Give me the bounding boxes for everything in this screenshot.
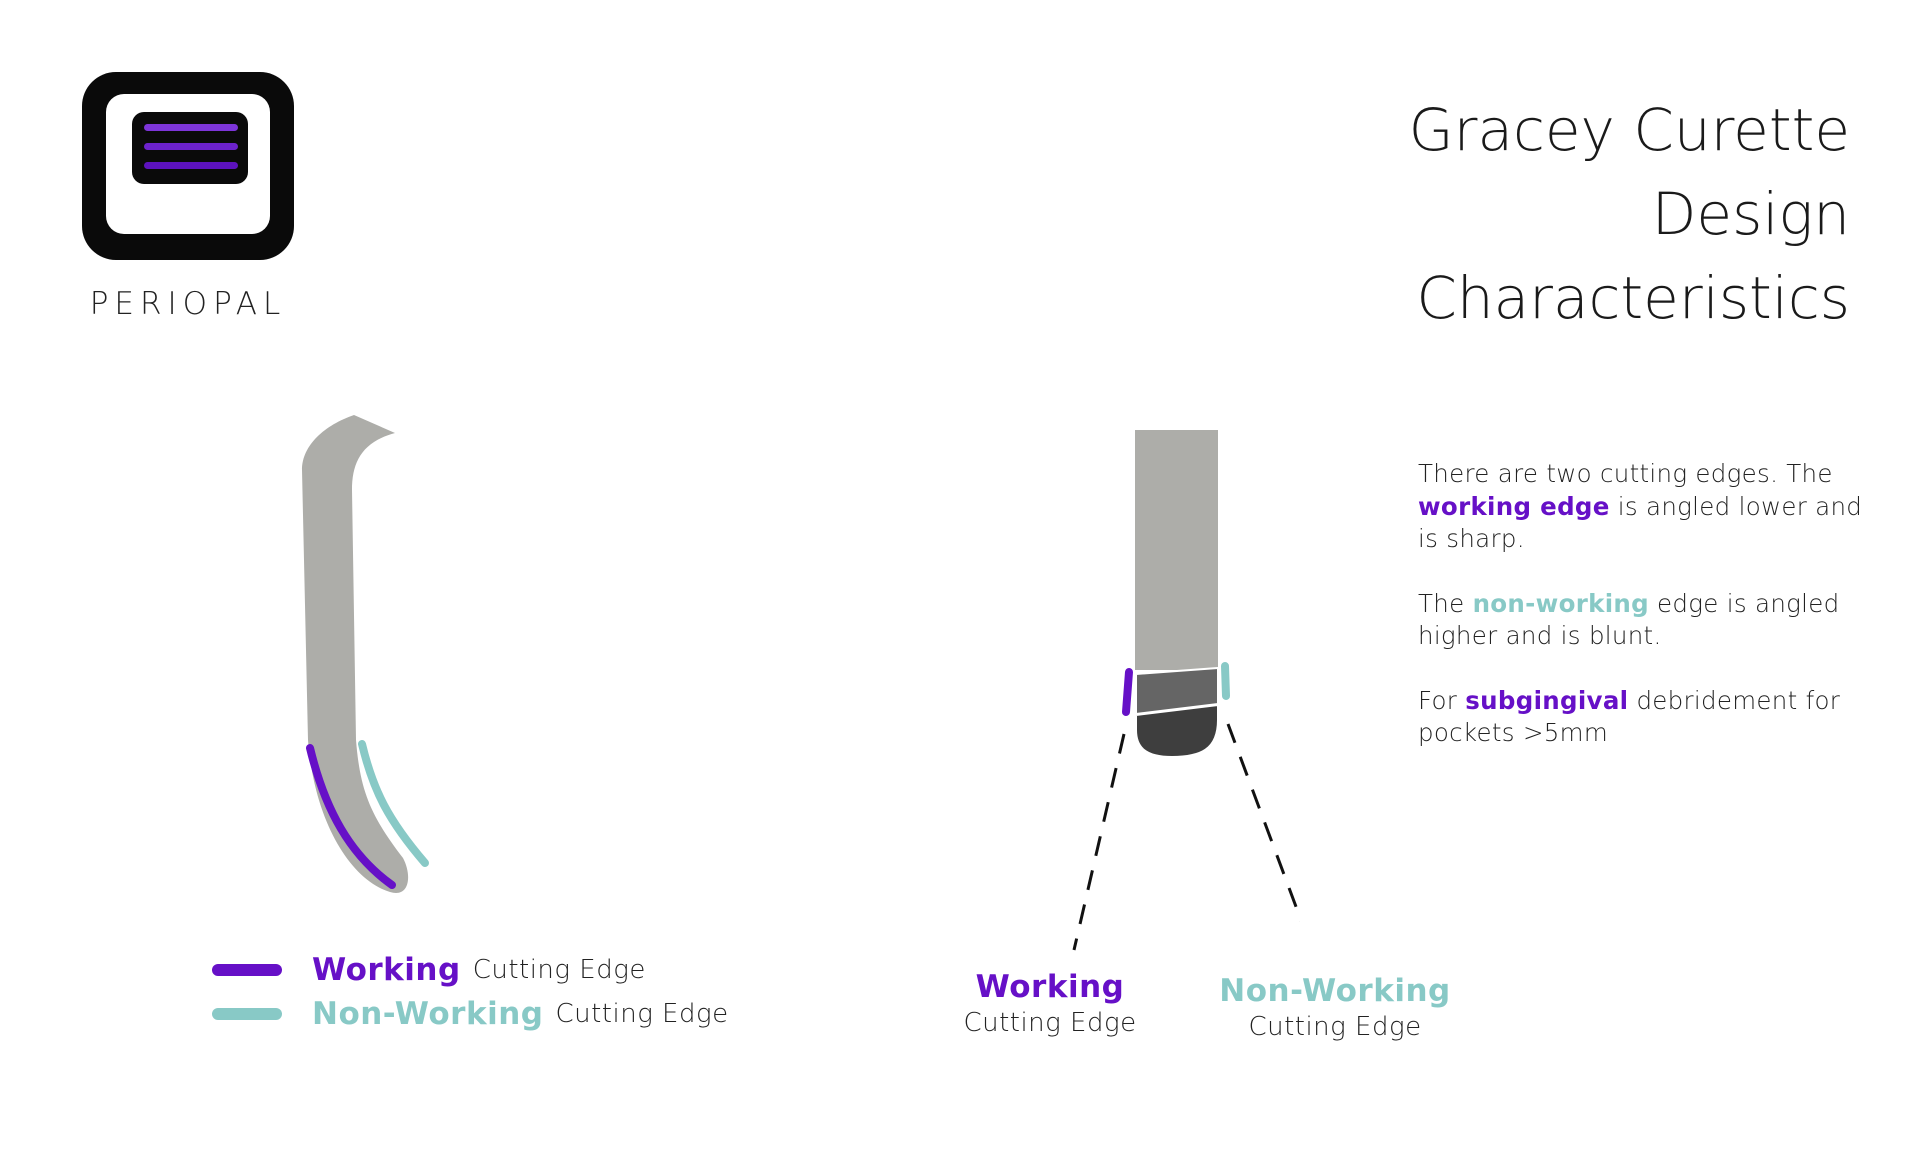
description-text: is angled lower and is sharp. bbox=[1418, 491, 1863, 554]
description: There are two cutting edges. The working… bbox=[1418, 458, 1888, 782]
description-paragraph-2: The non-working edge is angled higher an… bbox=[1418, 588, 1888, 653]
callout-non-working: Non-Working Cutting Edge bbox=[1210, 972, 1460, 1044]
description-paragraph-1: There are two cutting edges. The working… bbox=[1418, 458, 1888, 556]
non-working-edge-side bbox=[358, 740, 429, 867]
description-text: debridement for pockets >5mm bbox=[1418, 685, 1841, 748]
non-working-swatch bbox=[212, 1008, 282, 1020]
curette-front-view bbox=[1072, 430, 1300, 951]
callout-working-suffix: Cutting Edge bbox=[963, 1008, 1137, 1038]
subgingival-highlight: subgingival bbox=[1465, 685, 1629, 715]
working-edge-side bbox=[306, 744, 396, 889]
description-text: For bbox=[1418, 685, 1466, 715]
blade-face-lower bbox=[1135, 703, 1219, 759]
legend-non-working-label: Non-Working bbox=[312, 996, 544, 1032]
description-paragraph-3: For subgingival debridement for pockets … bbox=[1418, 685, 1888, 750]
legend-item-non-working: Non-Working Cutting Edge bbox=[212, 996, 729, 1032]
brand-name: PERIOPAL bbox=[89, 286, 287, 322]
periopal-logo-icon bbox=[82, 72, 294, 260]
callout-non-working-suffix: Cutting Edge bbox=[1248, 1012, 1422, 1042]
title-line-2: Design bbox=[1651, 180, 1850, 248]
working-edge-front bbox=[1122, 668, 1133, 716]
non-working-edge-front bbox=[1221, 662, 1230, 700]
legend-working-label: Working bbox=[312, 952, 461, 988]
legend: Working Cutting Edge Non-Working Cutting… bbox=[212, 952, 772, 1052]
legend-working-suffix: Cutting Edge bbox=[472, 955, 646, 985]
legend-non-working-suffix: Cutting Edge bbox=[555, 999, 729, 1029]
legend-item-working: Working Cutting Edge bbox=[212, 952, 646, 988]
callout-working-label: Working bbox=[975, 969, 1125, 1005]
description-text: edge is angled higher and is blunt. bbox=[1418, 588, 1840, 651]
description-text: There are two cutting edges. The bbox=[1418, 459, 1833, 488]
working-edge-highlight: working edge bbox=[1418, 491, 1610, 521]
curette-side-view bbox=[302, 415, 429, 893]
title-line-1: Gracey Curette bbox=[1408, 96, 1850, 164]
non-working-highlight: non-working bbox=[1472, 588, 1649, 618]
description-text: The bbox=[1418, 588, 1473, 618]
working-pointer-line bbox=[1072, 733, 1126, 951]
working-swatch bbox=[212, 964, 282, 976]
non-working-pointer-line bbox=[1226, 723, 1300, 922]
callout-non-working-label: Non-Working bbox=[1219, 973, 1451, 1009]
page-title: Gracey Curette Design Characteristics bbox=[1150, 88, 1850, 340]
title-line-3: Characteristics bbox=[1416, 264, 1850, 332]
curette-shank-side bbox=[302, 415, 409, 893]
callout-working: Working Cutting Edge bbox=[950, 968, 1150, 1040]
curette-shank-front bbox=[1135, 430, 1218, 670]
